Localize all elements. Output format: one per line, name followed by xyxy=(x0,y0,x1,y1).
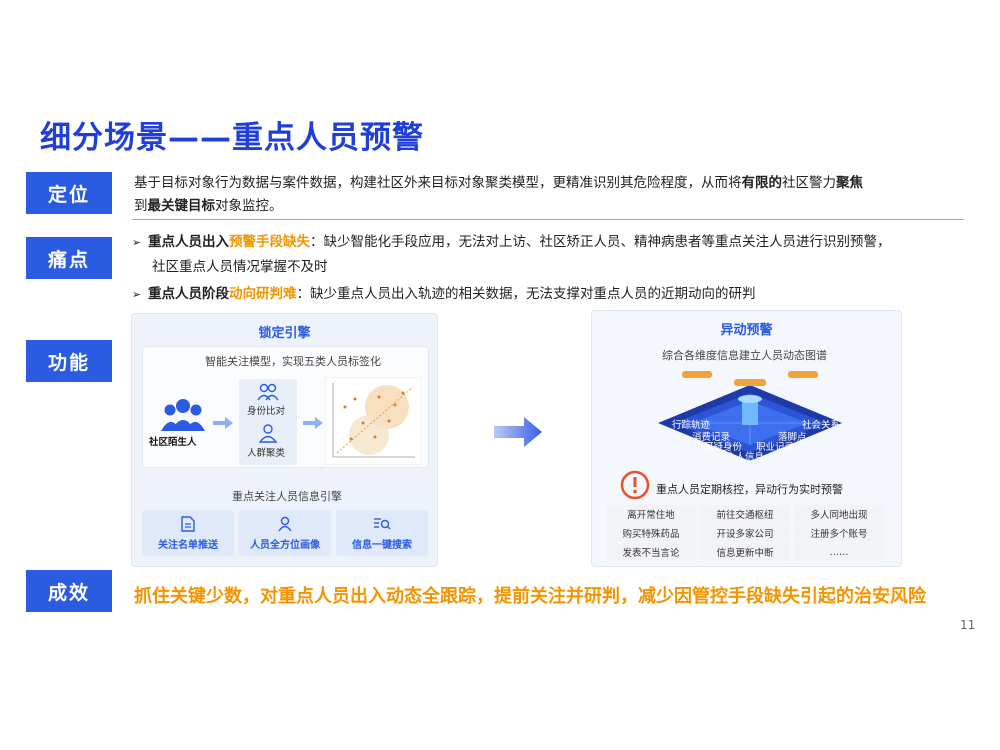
positioning-line2-a: 到 xyxy=(134,198,148,214)
positioning-line1-d: 聚焦 xyxy=(836,175,863,191)
pain-point-1: ➢ 重点人员出入预警手段缺失：缺少智能化手段应用，无法对上访、社区矫正人员、精神病… xyxy=(132,231,891,254)
list-search-icon xyxy=(374,517,391,529)
grid-cell: 前往交通枢纽 xyxy=(700,505,790,523)
positioning-text: 基于目标对象行为数据与案件数据，构建社区外来目标对象聚类模型，更精准识别其危险程… xyxy=(134,172,964,218)
map-label-trace: 行踪轨迹 xyxy=(672,420,711,431)
process-column: 身份比对 人群聚类 xyxy=(239,379,297,465)
people-compare-icon xyxy=(257,383,279,401)
cluster-chart-thumbnail xyxy=(325,377,421,465)
grid-cell: 信息更新中断 xyxy=(700,543,790,561)
tag-positioning: 定位 xyxy=(26,172,112,214)
group-cluster-label: 人群聚类 xyxy=(247,448,286,459)
card-watchlist-push: 关注名单推送 xyxy=(142,510,234,556)
tag-result: 成效 xyxy=(26,570,112,612)
bullet-arrow-icon: ➢ xyxy=(132,236,142,249)
pain1-head: 重点人员出入 xyxy=(148,234,229,250)
pain-point-1-cont: 社区重点人员情况掌握不及时 xyxy=(152,259,328,275)
result-text: 抓住关键少数，对重点人员出入动态全跟踪，提前关注并研判，减少因管控手段缺失引起的… xyxy=(134,586,926,607)
map-label-job: 职业记录 xyxy=(756,442,795,453)
bullet-arrow-icon: ➢ xyxy=(132,288,142,301)
alert-title: 异动预警 xyxy=(720,323,773,338)
map-label-personal: 个人信息 xyxy=(726,452,765,463)
grid-cell: 发表不当言论 xyxy=(606,543,696,561)
alert-panel: 异动预警 综合各维度信息建立人员动态图谱 行踪轨迹 消费记录 社会关系 可疑身份… xyxy=(591,310,902,567)
arrow-right-icon xyxy=(213,417,233,429)
divider-line xyxy=(132,219,964,220)
grid-cell: …… xyxy=(794,543,884,561)
map-label-suspect: 可疑身份 xyxy=(704,442,743,453)
arrow-right-icon xyxy=(303,417,323,429)
pain2-highlight: 动向研判难 xyxy=(229,286,297,302)
card-search: 信息一键搜索 xyxy=(336,510,428,556)
crowd-icon xyxy=(161,399,205,431)
pain1-highlight: 预警手段缺失 xyxy=(229,234,310,250)
page-number: 11 xyxy=(960,618,976,632)
tag-pain: 痛点 xyxy=(26,237,112,279)
info-engine-label: 重点关注人员信息引擎 xyxy=(232,490,342,503)
id-compare-label: 身份比对 xyxy=(247,406,286,417)
pain2-text: ：缺少重点人员出入轨迹的相关数据，无法支撑对重点人员的近期动向的研判 xyxy=(296,286,756,302)
pain1-text: ：缺少智能化手段应用，无法对上访、社区矫正人员、精神病患者等重点关注人员进行识别… xyxy=(310,234,891,250)
person-icon xyxy=(258,424,278,443)
positioning-line2-b: 最关键目标 xyxy=(147,198,216,214)
card-search-label: 信息一键搜索 xyxy=(352,539,412,551)
positioning-line1-b: 有限的 xyxy=(741,175,783,191)
person-profile-icon xyxy=(278,516,292,531)
pain2-head: 重点人员阶段 xyxy=(148,286,229,302)
dynamic-map-illustration xyxy=(658,371,842,461)
document-icon xyxy=(181,515,195,532)
card-watchlist-label: 关注名单推送 xyxy=(158,539,218,551)
grid-cell: 离开常住地 xyxy=(606,505,696,523)
grid-cell: 购买特殊药品 xyxy=(606,524,696,542)
page-title: 细分场景——重点人员预警 xyxy=(40,120,424,156)
map-label-social: 社会关系 xyxy=(802,420,841,431)
lock-engine-title: 锁定引擎 xyxy=(258,326,311,341)
positioning-line1-c: 社区警力 xyxy=(782,175,836,191)
warning-icon xyxy=(620,470,650,500)
model-box: 智能关注模型，实现五类人员标签化 社区陌生人 身份比对 xyxy=(142,346,429,468)
map-label-foothold: 落脚点 xyxy=(778,432,807,443)
crowd-label: 社区陌生人 xyxy=(149,437,197,448)
tag-function: 功能 xyxy=(26,340,112,382)
warn-text: 重点人员定期核控，异动行为实时预警 xyxy=(656,483,843,496)
card-profile: 人员全方位画像 xyxy=(239,510,331,556)
alert-subtitle: 综合各维度信息建立人员动态图谱 xyxy=(662,349,827,362)
positioning-line1-a: 基于目标对象行为数据与案件数据，构建社区外来目标对象聚类模型，更精准识别其危险程… xyxy=(134,175,742,191)
card-profile-label: 人员全方位画像 xyxy=(250,539,320,551)
flow-arrow-icon xyxy=(494,417,542,447)
grid-cell: 开设多家公司 xyxy=(700,524,790,542)
pain-point-2: ➢ 重点人员阶段动向研判难：缺少重点人员出入轨迹的相关数据，无法支撑对重点人员的近… xyxy=(132,283,756,306)
positioning-line2-c: 对象监控。 xyxy=(215,198,283,214)
grid-cell: 注册多个账号 xyxy=(794,524,884,542)
model-subtitle: 智能关注模型，实现五类人员标签化 xyxy=(205,355,381,368)
lock-engine-panel: 锁定引擎 智能关注模型，实现五类人员标签化 社区陌生人 身份比对 xyxy=(131,313,438,567)
map-label-consume: 消费记录 xyxy=(692,432,731,443)
grid-cell: 多人同地出现 xyxy=(794,505,884,523)
